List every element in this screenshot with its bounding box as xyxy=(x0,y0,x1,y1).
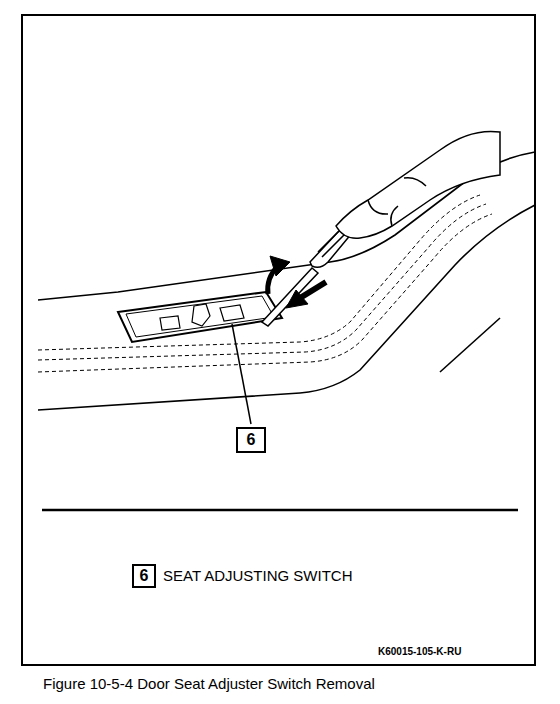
figure-caption: Figure 10-5-4 Door Seat Adjuster Switch … xyxy=(43,675,375,692)
hand xyxy=(336,131,500,238)
stitching xyxy=(38,172,500,372)
callout-number: 6 xyxy=(247,432,256,448)
figure-code: K60015-105-K-RU xyxy=(378,646,461,657)
callout-box: 6 xyxy=(236,427,266,453)
separator-rule xyxy=(42,509,518,512)
callout-box: 6 xyxy=(132,564,156,588)
screwdriver xyxy=(262,229,352,326)
frame xyxy=(22,15,535,665)
leader-line xyxy=(232,324,251,424)
armrest xyxy=(38,152,535,410)
seat-adjusting-switch xyxy=(118,292,282,342)
motion-arrow xyxy=(268,256,326,308)
part-name: SEAT ADJUSTING SWITCH xyxy=(163,567,352,584)
callout-number: 6 xyxy=(140,568,149,584)
